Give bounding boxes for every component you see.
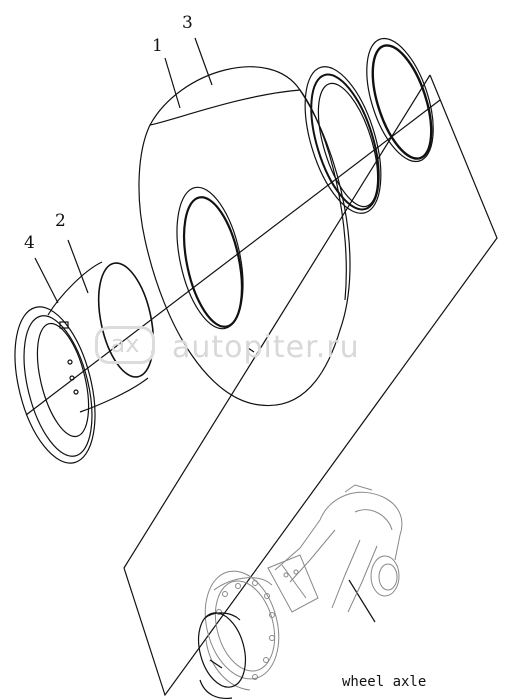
leader-line-1 [164, 57, 181, 109]
leader-line-4 [34, 257, 59, 304]
watermark-text: autopiter.ru [172, 330, 360, 365]
wheel-axle-caption: wheel axle [342, 674, 427, 690]
watermark-badge: ax [95, 326, 155, 364]
wheel-axle-assembly [204, 484, 403, 691]
part-label-1: 1 [152, 36, 163, 56]
leader-line-axle [348, 579, 376, 623]
flange-part [14, 306, 96, 464]
assembly-frame [123, 74, 498, 697]
lock-ring-parts [304, 37, 434, 214]
part-label-4: 4 [24, 233, 35, 253]
leader-line-2 [67, 239, 89, 294]
center-axis-line [25, 99, 441, 416]
rim-part [47, 261, 155, 413]
leader-line-3 [194, 37, 213, 86]
axle-hub-front [197, 612, 247, 700]
part-label-2: 2 [55, 211, 66, 231]
part-label-3: 3 [182, 13, 193, 33]
